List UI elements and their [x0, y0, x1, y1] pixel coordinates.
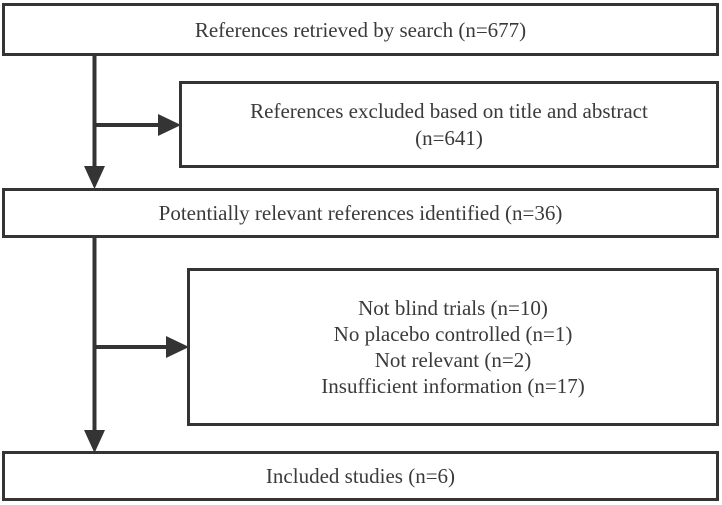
box-excluded-full-text: Not blind trials (n=10) No placebo contr… [187, 268, 719, 426]
box-potentially-relevant-text: Potentially relevant references identifi… [158, 201, 563, 225]
box-included-studies-text: Included studies (n=6) [265, 464, 456, 488]
exclusion-reason-not-blind: Not blind trials (n=10) [358, 296, 548, 320]
box-potentially-relevant: Potentially relevant references identifi… [2, 188, 719, 238]
box-references-retrieved-text: References retrieved by search (n=677) [194, 17, 527, 42]
branch-arrow-1 [93, 114, 181, 136]
exclusion-reason-insufficient-info: Insufficient information (n=17) [321, 374, 585, 398]
box-included-studies: Included studies (n=6) [2, 451, 719, 501]
box-excluded-title-abstract-text-line2: (n=641) [415, 125, 483, 150]
down-arrow-2 [84, 238, 105, 453]
exclusion-reason-not-relevant: Not relevant (n=2) [374, 348, 532, 372]
box-excluded-title-abstract-text-line1: References excluded based on title and a… [250, 98, 648, 123]
down-arrow-1 [84, 56, 105, 189]
box-references-retrieved: References retrieved by search (n=677) [2, 3, 719, 56]
branch-arrow-2 [93, 336, 189, 358]
box-excluded-title-abstract: References excluded based on title and a… [179, 81, 719, 168]
exclusion-reason-no-placebo: No placebo controlled (n=1) [333, 322, 573, 346]
